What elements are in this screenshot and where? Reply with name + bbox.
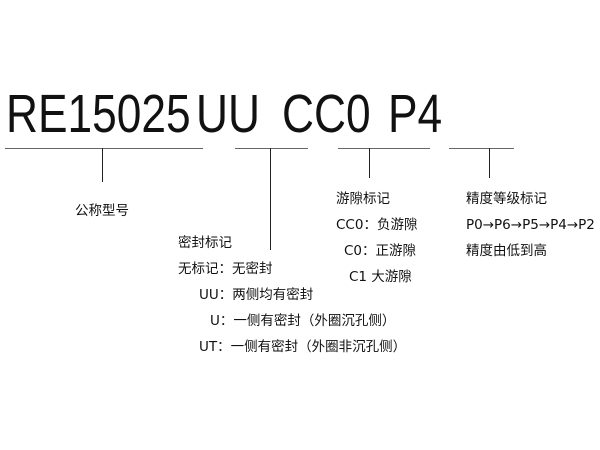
underline-model xyxy=(5,148,203,149)
seal-item: UU：两侧均有密封 xyxy=(199,287,314,303)
clearance-item: C0：正游隙 xyxy=(344,243,417,259)
clearance-item: C1 大游隙 xyxy=(349,269,412,285)
code-seal: UU xyxy=(196,84,260,144)
seal-item: U：一侧有密封（外圈沉孔侧） xyxy=(210,313,396,329)
code-model: RE15025 xyxy=(6,84,191,144)
code-clearance: CC0 xyxy=(282,84,371,144)
seal-title: 密封标记 xyxy=(178,235,232,251)
model-label: 公称型号 xyxy=(75,203,129,219)
connector-precision xyxy=(489,148,490,178)
precision-title: 精度等级标记 xyxy=(466,191,547,207)
underline-precision xyxy=(449,148,514,149)
connector-model xyxy=(102,148,103,182)
connector-clearance xyxy=(369,148,370,178)
clearance-item: CC0：负游隙 xyxy=(336,217,418,233)
underline-clearance xyxy=(338,148,430,149)
precision-note: 精度由低到高 xyxy=(466,243,547,259)
underline-seal xyxy=(235,148,308,149)
seal-item: UT：一侧有密封（外圈非沉孔侧） xyxy=(199,339,407,355)
code-precision: P4 xyxy=(388,84,443,144)
clearance-title: 游隙标记 xyxy=(336,191,390,207)
precision-sequence: P0→P6→P5→P4→P2 xyxy=(466,217,595,233)
seal-item: 无标记：无密封 xyxy=(178,261,273,277)
connector-seal xyxy=(270,148,271,250)
